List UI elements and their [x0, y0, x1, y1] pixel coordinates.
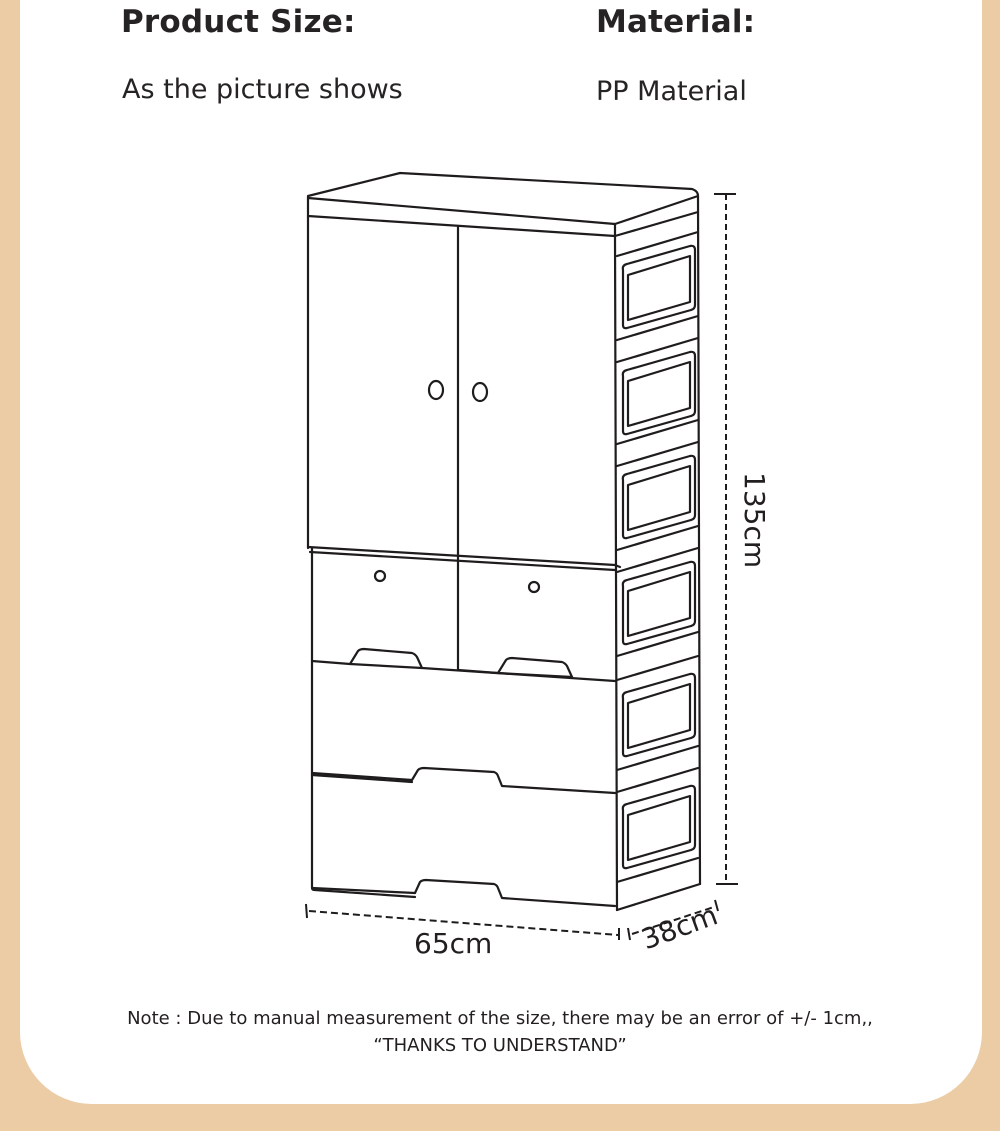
- material-value: PP Material: [596, 76, 747, 107]
- depth-dimension-line: [627, 899, 719, 941]
- product-size-value: As the picture shows: [122, 74, 403, 105]
- height-label: 135cm: [738, 472, 771, 569]
- door-knob-icons: [427, 379, 489, 403]
- side-window-icons: [621, 244, 697, 870]
- thanks-note: “THANKS TO UNDERSTAND”: [373, 1035, 627, 1056]
- side-panel: [615, 194, 702, 912]
- cabinet-drawing: [305, 171, 738, 941]
- width-dimension-line: [305, 903, 620, 940]
- content-card: [20, 0, 982, 1104]
- product-size-title: Product Size:: [121, 4, 356, 40]
- material-title: Material:: [596, 4, 756, 40]
- top-panel: [306, 171, 700, 238]
- height-dimension-line: [714, 193, 738, 885]
- measurement-note: Note : Due to manual measurement of the …: [127, 1008, 873, 1029]
- width-label: 65cm: [414, 927, 493, 960]
